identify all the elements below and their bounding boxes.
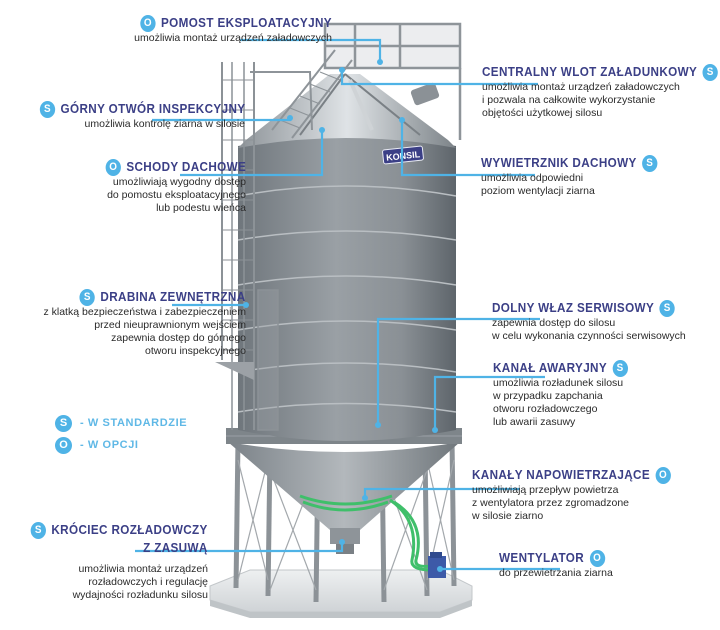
option-badge-icon: O xyxy=(140,14,156,32)
standard-badge-icon: S xyxy=(659,299,675,317)
external-ladder xyxy=(215,62,279,431)
callout-desc: przed nieuprawnionym wejściem xyxy=(94,319,246,331)
callout-desc: otworu rozładowczego xyxy=(493,403,598,415)
callout-pomost: O POMOST EKSPLOATACYJNY umożliwia montaż… xyxy=(119,14,332,45)
callout-title: KANAŁ AWARYJNY xyxy=(493,360,608,375)
callout-dolny-wlaz-serwisowy: DOLNY WŁAZ SERWISOWY S zapewnia dostęp d… xyxy=(492,299,695,343)
callout-desc: umożliwia kontrolę ziarna w silosie xyxy=(84,118,245,130)
standard-badge-icon: S xyxy=(30,521,47,539)
standard-badge-icon: S xyxy=(55,414,72,432)
legend-label: - W STANDARDZIE xyxy=(80,417,188,429)
callout-desc: umożliwia montaż urządzeń załadowczych xyxy=(134,32,332,44)
option-badge-icon: O xyxy=(589,549,605,567)
callout-title: CENTRALNY WLOT ZAŁADUNKOWY xyxy=(482,64,698,79)
top-platform xyxy=(323,22,462,140)
callout-title: DOLNY WŁAZ SERWISOWY xyxy=(492,300,655,315)
aeration-channels xyxy=(299,494,433,572)
callout-title: POMOST EKSPLOATACYJNY xyxy=(161,15,332,30)
callout-desc: rozładowczych i regulację xyxy=(88,576,208,588)
callout-desc: wydajności rozładunku silosu xyxy=(72,589,208,601)
callout-desc: do przewietrzania ziarna xyxy=(499,567,613,579)
option-badge-icon: O xyxy=(655,466,671,484)
callout-desc: umożliwia odpowiedni xyxy=(481,172,584,184)
callout-krociec-rozladowczy: S KRÓCIEC ROZŁADOWCZY Z ZASUWĄ umożliwia… xyxy=(11,521,208,602)
callout-desc: z wentylatora przez zgromadzone xyxy=(472,497,629,509)
callout-desc: poziom wentylacji ziarna xyxy=(481,185,595,197)
callout-desc: zapewnia dostęp do silosu xyxy=(492,317,616,329)
standard-badge-icon: S xyxy=(80,288,96,306)
callout-schody-dachowe: O SCHODY DACHOWE umożliwiają wygodny dos… xyxy=(90,158,246,215)
leader-dots xyxy=(243,59,443,572)
callout-title: Z ZASUWĄ xyxy=(143,540,208,555)
legend: S - W STANDARDZIE O - W OPCJI xyxy=(55,412,187,456)
standard-badge-icon: S xyxy=(39,100,55,118)
callout-centralny-wlot: CENTRALNY WLOT ZAŁADUNKOWY S umożliwia m… xyxy=(482,63,720,120)
callout-wywietrznik-dachowy: WYWIETRZNIK DACHOWY S umożliwia odpowied… xyxy=(481,154,677,198)
callout-drabina-zewnetrzna: S DRABINA ZEWNĘTRZNA z klatką bezpieczeń… xyxy=(43,288,246,358)
callout-desc: w silosie ziarno xyxy=(472,510,544,522)
callout-desc: i pozwala na całkowite wykorzystanie xyxy=(482,94,656,106)
callout-desc: lub awarii zasuwy xyxy=(493,416,576,428)
callout-title: GÓRNY OTWÓR INSPEKCYJNY xyxy=(60,101,245,116)
callout-desc: do pomostu eksploatacyjnego xyxy=(107,189,246,201)
callout-desc: z klatką bezpieczeństwa i zabezpieczenie… xyxy=(43,306,246,318)
legend-label: - W OPCJI xyxy=(80,439,139,451)
callout-gorny-otwor-inspekcyjny: S GÓRNY OTWÓR INSPEKCYJNY umożliwia kont… xyxy=(17,100,245,131)
option-badge-icon: O xyxy=(105,158,121,176)
callout-desc: umożliwia montaż urządzeń załadowczych xyxy=(482,81,680,93)
callout-title: SCHODY DACHOWE xyxy=(126,159,246,174)
silo-body xyxy=(237,136,457,441)
brand-plate-text: KONSIL xyxy=(386,149,421,163)
fan-unit xyxy=(428,556,446,578)
callout-kanaly-napowietrzajace: KANAŁY NAPOWIETRZAJĄCE O umożliwiają prz… xyxy=(472,466,693,523)
callout-kanal-awaryjny: KANAŁ AWARYJNY S umożliwia rozładunek si… xyxy=(493,359,643,429)
legend-item-option: O - W OPCJI xyxy=(55,434,187,456)
callout-desc: zapewnia dostęp do górnego xyxy=(111,332,246,344)
legend-item-standard: S - W STANDARDZIE xyxy=(55,412,187,434)
callout-desc: objętości użytkowej silosu xyxy=(482,107,603,119)
foundation-slab xyxy=(209,569,473,618)
callout-desc: w przypadku zapchania xyxy=(493,390,603,402)
callout-desc: umożliwia rozładunek silosu xyxy=(493,377,624,389)
callout-title: WYWIETRZNIK DACHOWY xyxy=(481,155,637,170)
callout-desc: lub podestu wieńca xyxy=(156,202,246,214)
roof-stairs xyxy=(250,49,353,139)
hopper-cone xyxy=(228,442,460,554)
callout-title: DRABINA ZEWNĘTRZNA xyxy=(100,289,247,304)
standard-badge-icon: S xyxy=(612,359,628,377)
callout-wentylator: WENTYLATOR O do przewietrzania ziarna xyxy=(499,549,617,580)
roof-vent xyxy=(410,82,440,106)
callout-desc: w celu wykonania czynności serwisowych xyxy=(492,330,686,342)
standard-badge-icon: S xyxy=(702,63,718,81)
callout-desc: umożliwiają wygodny dostęp xyxy=(112,176,246,188)
option-badge-icon: O xyxy=(55,436,72,454)
callout-title: KANAŁY NAPOWIETRZAJĄCE xyxy=(472,467,651,482)
callout-desc: umożliwia montaż urządzeń xyxy=(78,563,208,575)
callout-title: WENTYLATOR xyxy=(499,550,585,565)
callout-desc: otworu inspekcyjnego xyxy=(145,345,246,357)
callout-desc: umożliwiają przepływ powietrza xyxy=(472,484,619,496)
callout-title: KRÓCIEC ROZŁADOWCZY xyxy=(51,522,208,537)
standard-badge-icon: S xyxy=(642,154,658,172)
